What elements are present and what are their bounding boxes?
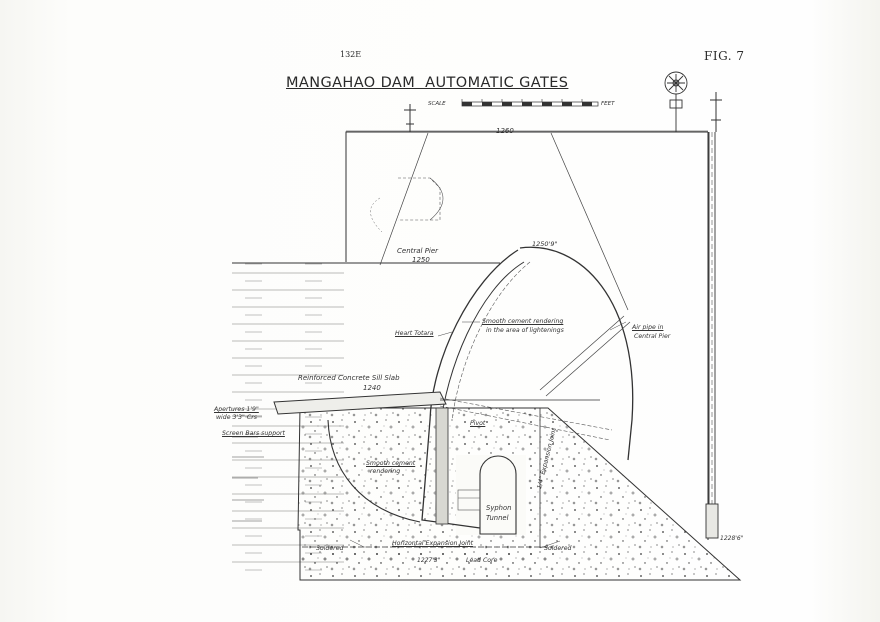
- pivot-label: Pivot: [470, 420, 486, 427]
- handwheel: [664, 71, 688, 132]
- air-pipe-label: Air pipe in: [632, 324, 664, 331]
- central-pier-label: Central Pier: [397, 247, 439, 255]
- sill-slab: [273, 391, 447, 415]
- sill-slab-label: Reinforced Concrete Sill Slab: [298, 374, 400, 382]
- gate-sector: [421, 246, 634, 529]
- scale-label: SCALE: [428, 101, 446, 107]
- horizontal-joint-label: Horizontal Expansion Joint: [392, 540, 474, 547]
- gate-top-level: 1250'9": [532, 240, 558, 248]
- page-number: 132E: [340, 50, 362, 59]
- syphon-tunnel: [479, 455, 517, 535]
- syphon-label: Syphon: [486, 504, 512, 512]
- smooth-cement-upper-label: Smooth cement rendering: [482, 318, 564, 325]
- smooth-cement-lower-label: Smooth cement: [366, 460, 416, 467]
- gate-bowl-arc: [327, 419, 421, 523]
- sill-level: 1240: [363, 384, 381, 392]
- drawing-title: MANGAHAO DAM AUTOMATIC GATES: [286, 75, 569, 91]
- screen-bars-label: Screen Bars support: [222, 430, 285, 437]
- scale-bar: [461, 99, 599, 107]
- post-left: [404, 104, 416, 132]
- soldered-left-label: Soldered: [316, 545, 344, 552]
- pier-outline: [345, 131, 709, 540]
- air-pipe-label-2: Central Pier: [634, 333, 671, 340]
- heart-totara-label: Heart Totara: [395, 330, 434, 337]
- post-right: [710, 92, 722, 132]
- air-pipe: [705, 132, 719, 539]
- base-level: 1227'3": [417, 557, 441, 564]
- central-pier-level: 1250: [412, 256, 430, 264]
- apertures-label: Apertures 1'9": [214, 406, 259, 413]
- figure-number: FIG. 7: [704, 49, 745, 63]
- soldered-right-label: Soldered: [544, 545, 572, 552]
- apertures-label-2: wide 3'3" Crs: [216, 414, 257, 421]
- right-base-level: 1228'6": [720, 535, 744, 542]
- level-top: 1260: [496, 127, 514, 135]
- syphon-label-2: Tunnel: [486, 514, 509, 522]
- smooth-cement-upper-label-2: in the area of lightenings: [486, 327, 564, 334]
- lead-core-label: Lead Core: [466, 557, 498, 564]
- smooth-cement-lower-label-2: rendering: [370, 468, 401, 475]
- scale-unit: FEET: [601, 101, 615, 107]
